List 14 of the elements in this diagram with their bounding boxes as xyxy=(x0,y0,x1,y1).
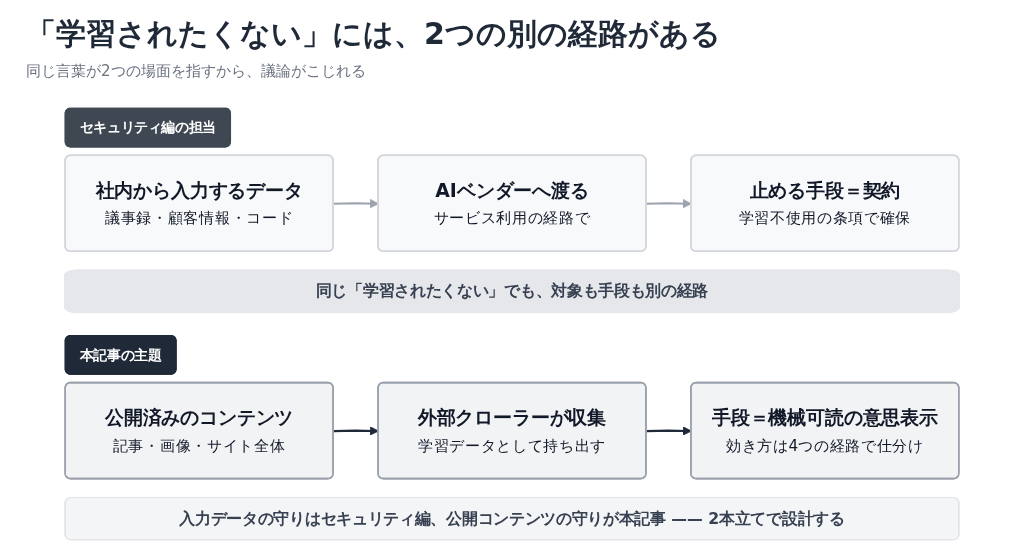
arrow xyxy=(333,426,379,436)
process-box: 外部クローラーが収集 学習データとして持ち出す xyxy=(377,381,647,480)
process-box: 社内から入力するデータ 議事録・顧客情報・コード xyxy=(64,154,334,253)
arrow xyxy=(333,199,379,209)
process-box: AIベンダーへ渡る サービス利用の経路で xyxy=(377,154,647,253)
title: 「学習されたくない」には、2つの別の経路がある xyxy=(26,15,721,53)
summary-banner: 入力データの守りはセキュリティ編、公開コンテンツの守りが本記事 —— 2本立てで設計する xyxy=(64,496,960,541)
process-box: 手段＝機械可読の意思表示 効き方は4つの経路で仕分け xyxy=(690,381,960,480)
process-box: 止める手段＝契約 学習不使用の条項で確保 xyxy=(690,154,960,253)
subtitle: 同じ言葉が2つの場面を指すから、議論がこじれる xyxy=(26,62,366,81)
section-tag: セキュリティ編の担当 xyxy=(64,107,232,148)
section-tag: 本記事の主題 xyxy=(64,335,177,375)
process-box: 公開済みのコンテンツ 記事・画像・サイト全体 xyxy=(64,381,334,480)
summary-banner: 同じ「学習されたくない」でも、対象も手段も別の経路 xyxy=(64,269,960,314)
